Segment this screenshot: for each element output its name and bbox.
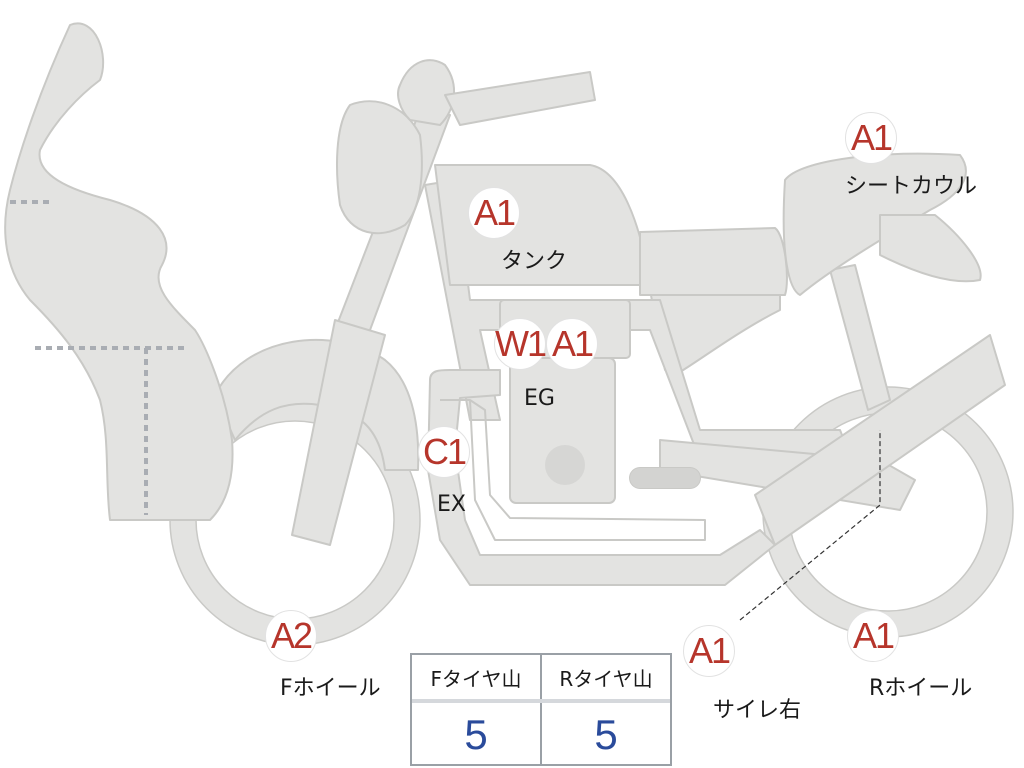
muffler-shape — [754, 334, 1006, 546]
muffler-code: A1 — [688, 630, 731, 671]
rear-tire-header: Rタイヤ山 — [540, 655, 670, 699]
exhaust-badge: C1 — [418, 426, 470, 478]
front-wheel-label: Fホイール — [280, 676, 381, 701]
front-wheel-code: A2 — [270, 615, 313, 656]
front-tire-value: 5 — [464, 710, 488, 758]
engine-w-badge: W1 — [494, 318, 547, 370]
engine-a-badge: A1 — [546, 318, 598, 370]
rear-tire-value: 5 — [540, 703, 670, 766]
tank-badge: A1 — [468, 187, 520, 239]
seat-cowl-code: A1 — [850, 117, 893, 158]
rear-wheel-badge: A1 — [847, 610, 899, 662]
exhaust-code: C1 — [422, 431, 467, 472]
front-wheel-badge: A2 — [265, 610, 317, 662]
front-tire-header: Fタイヤ山 — [430, 666, 522, 691]
engine-w-code: W1 — [495, 323, 547, 364]
tire-table-values: 5 5 — [412, 703, 670, 766]
seat-cowl-label: シートカウル — [845, 174, 978, 199]
engine-a-code: A1 — [551, 323, 594, 364]
engine-label: EG — [524, 386, 555, 411]
tank-label: タンク — [501, 249, 568, 274]
exhaust-label: EX — [437, 492, 466, 517]
rear-wheel-label: Rホイール — [869, 676, 973, 701]
muffler-label: サイレ右 — [713, 698, 802, 723]
seat-cowl-badge: A1 — [845, 112, 897, 164]
tire-tread-table: Fタイヤ山 Rタイヤ山 5 5 — [410, 653, 672, 766]
tank-code: A1 — [473, 192, 516, 233]
fairing-shape — [4, 22, 234, 521]
headlight-shape — [336, 100, 423, 235]
muffler-badge: A1 — [683, 625, 735, 677]
muffler-leader-line — [739, 430, 881, 621]
rear-wheel-code: A1 — [852, 615, 895, 656]
tire-table-header: Fタイヤ山 Rタイヤ山 — [412, 655, 670, 703]
exhaust-shape — [427, 369, 776, 586]
